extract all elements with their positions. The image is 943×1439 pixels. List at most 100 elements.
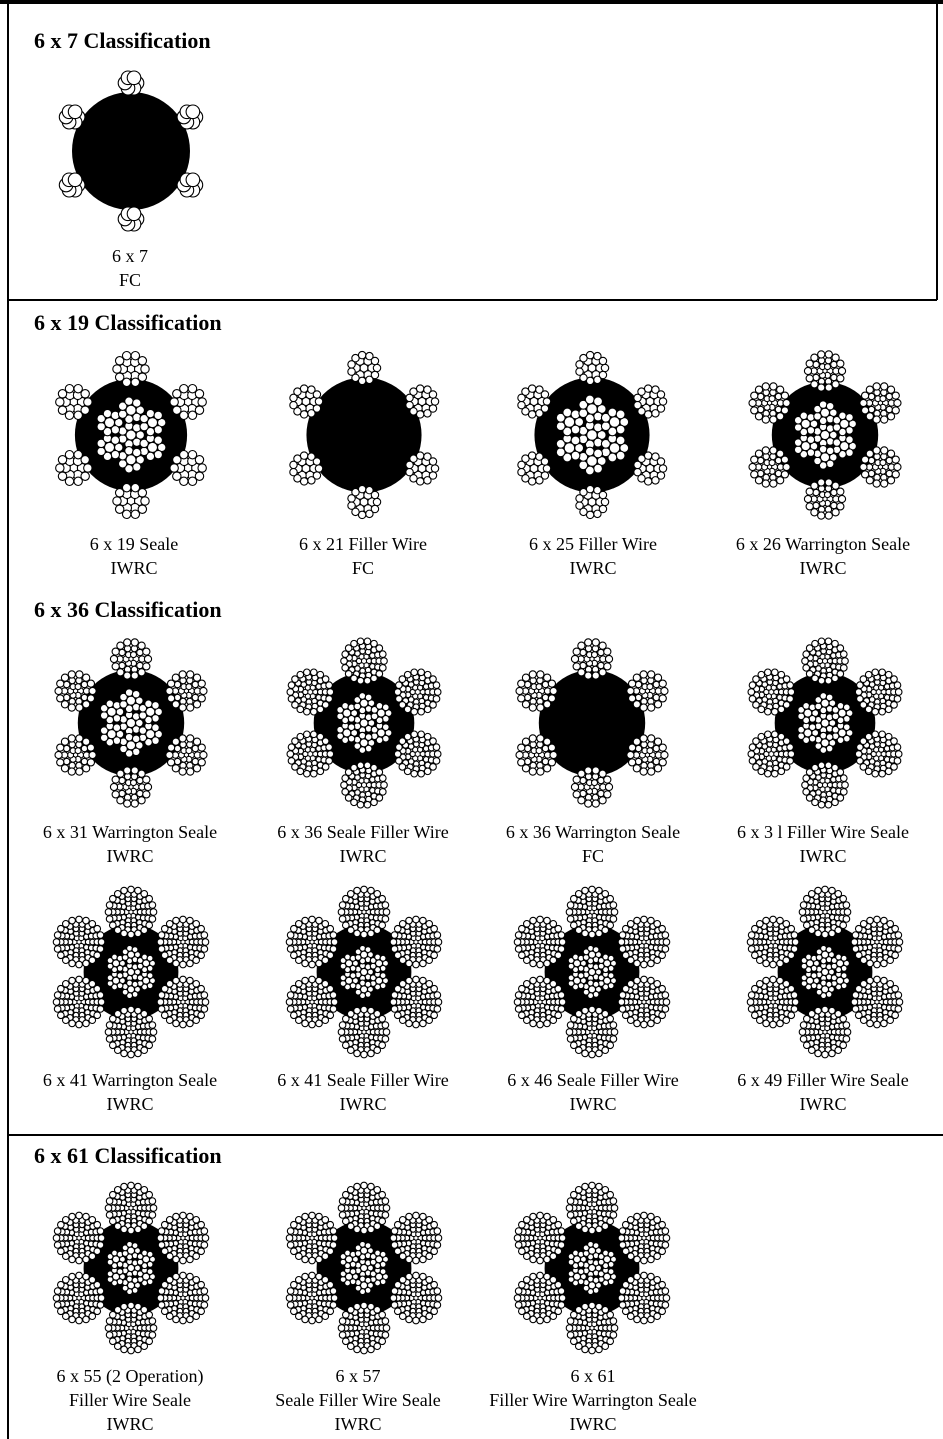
strand-wire [776, 385, 785, 394]
core-wire [136, 1270, 144, 1278]
strand-wire [346, 1046, 355, 1055]
section-divider [7, 299, 937, 301]
strand-wire [814, 1049, 822, 1058]
strand-wire [831, 763, 839, 772]
strand-wire [770, 730, 779, 739]
core-wire [825, 401, 835, 411]
strand-wire [186, 703, 195, 712]
caption-line: IWRC [799, 558, 847, 578]
strand-wire [543, 916, 551, 925]
strand-wire [761, 415, 770, 424]
caption-line: 6 x 36 Warrington Seale [505, 822, 681, 842]
core-wire [842, 734, 851, 743]
strand-wire [802, 894, 811, 903]
strand-wire [558, 938, 567, 946]
strand-wire [308, 1316, 316, 1325]
core-wire [813, 404, 822, 414]
strand-wire [373, 1305, 382, 1314]
strand-wire [547, 743, 557, 752]
strand-wire [543, 976, 551, 985]
strand-wire [824, 637, 833, 646]
core-wire [121, 1244, 129, 1252]
strand-wire [338, 1331, 347, 1339]
core-wire [153, 449, 163, 460]
strand-wire [405, 467, 414, 477]
strand-wire [54, 686, 63, 696]
strand-wire [285, 938, 294, 946]
strand-wire [886, 385, 896, 394]
strand-wire [356, 676, 365, 685]
strand-wire [186, 916, 194, 925]
strand-wire [127, 1181, 135, 1190]
strand-wire [197, 951, 206, 960]
core-wire [354, 988, 362, 996]
core-wire [607, 1260, 615, 1268]
strand-wire [850, 938, 859, 946]
core-wire [607, 1278, 615, 1286]
strand-wire [185, 172, 201, 188]
strand-wire [351, 507, 360, 517]
strand-wire [57, 471, 68, 481]
strand-wire [828, 1006, 836, 1015]
strand-wire [75, 767, 84, 776]
core-wire [347, 723, 356, 732]
strand-wire [547, 694, 557, 703]
strand-wire [565, 908, 574, 916]
core-wire [799, 411, 809, 421]
strand-wire [194, 455, 205, 465]
core-wire [836, 716, 845, 725]
core-wire [572, 953, 580, 961]
strand-wire [356, 800, 365, 809]
strand-wire [186, 1315, 194, 1324]
strand-wire [381, 1197, 390, 1205]
strand-wire [113, 1342, 122, 1351]
strand-wire [61, 1215, 70, 1224]
strand-wire [656, 471, 666, 480]
strand-wire [782, 956, 791, 965]
strand-wire [287, 743, 296, 752]
strand-wire [145, 1014, 154, 1023]
strand-wire [127, 1346, 135, 1355]
strand-wire [807, 1009, 816, 1018]
strand-wire [367, 1006, 375, 1015]
strand-wire [405, 400, 414, 410]
strand-wire [626, 919, 635, 928]
core-wire [126, 957, 134, 965]
strand-wire [130, 799, 139, 808]
strand-wire [609, 1211, 618, 1219]
strand-wire [93, 1011, 102, 1020]
strand-wire [656, 390, 666, 399]
strand-wire [68, 959, 76, 968]
core-wire [358, 706, 367, 715]
strand-wire [839, 650, 848, 659]
strand-wire [618, 1005, 627, 1013]
strand-wire [56, 951, 65, 960]
core-wire [593, 463, 604, 474]
strand-wire [606, 1217, 615, 1226]
core-wire [136, 962, 144, 970]
strand-wire [353, 1302, 361, 1311]
strand-wire [647, 703, 656, 712]
rope-cross-section-diagram [748, 350, 902, 520]
strand-wire [96, 1287, 105, 1295]
strand-wire [859, 1016, 868, 1025]
strand-wire [574, 889, 583, 898]
strand-wire [370, 763, 378, 772]
strand-wire [403, 705, 412, 714]
strand-wire [873, 960, 881, 969]
core-wire [818, 444, 828, 454]
strand-wire [171, 700, 180, 709]
core-wire [805, 953, 813, 961]
strand-wire [149, 1028, 158, 1036]
rope-cross-section-diagram [513, 885, 671, 1059]
strand-wire [434, 1234, 443, 1242]
strand-wire [802, 921, 811, 930]
strand-wire [169, 397, 179, 407]
strand-wire [831, 674, 839, 683]
strand-wire [830, 360, 838, 369]
strand-wire [108, 1190, 117, 1199]
strand-wire [381, 1021, 390, 1029]
strand-wire [178, 767, 187, 776]
strand-wire [140, 1305, 149, 1314]
strand-wire [856, 756, 864, 765]
